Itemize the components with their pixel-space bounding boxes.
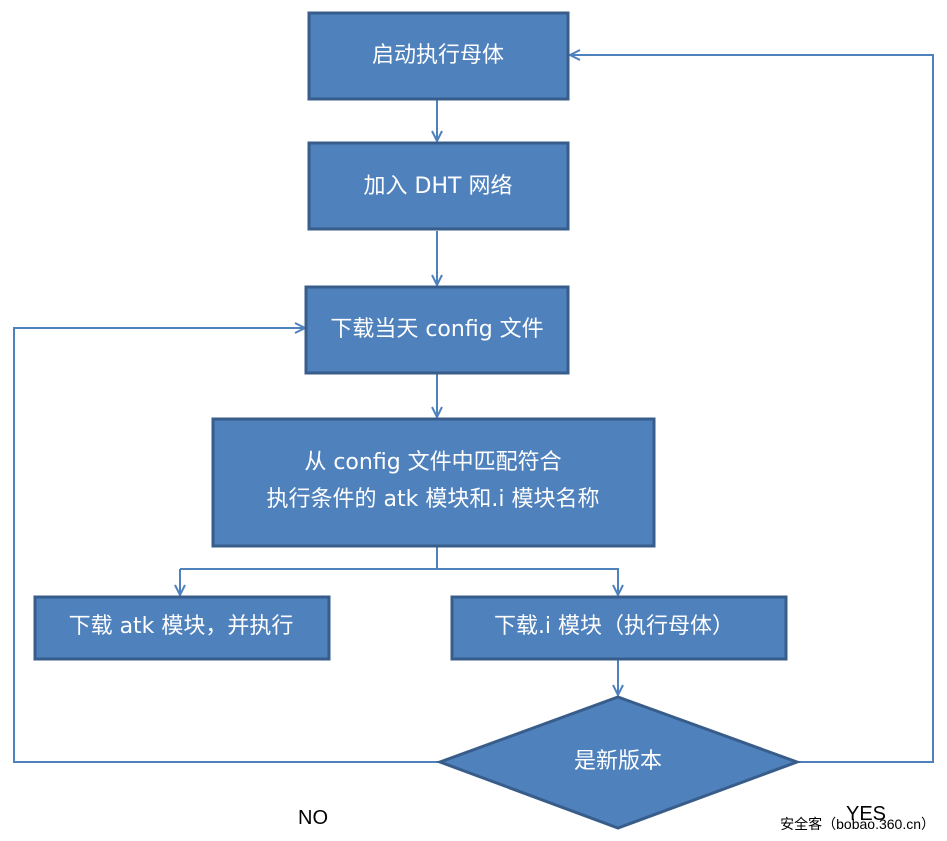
edge-match-split — [180, 546, 438, 570]
node-download-i-label: 下载.i 模块（执行母体） — [494, 614, 734, 639]
edge-no-loop-to-config — [13, 328, 440, 763]
node-download-config: 下载当天 config 文件 — [304, 285, 570, 375]
node-is-new-version: 是新版本 — [435, 695, 802, 830]
label-no: NO — [298, 807, 328, 829]
node-download-config-label: 下载当天 config 文件 — [330, 317, 543, 342]
watermark-text: 安全客（bobao.360.cn） — [780, 816, 935, 832]
node-join-dht-label: 加入 DHT 网络 — [364, 174, 513, 199]
edge-split-to-i — [437, 568, 618, 595]
node-match-modules-line2: 执行条件的 atk 模块和.i 模块名称 — [267, 487, 600, 512]
node-start-parent-label: 启动执行母体 — [372, 43, 504, 68]
label-yes: YES — [846, 803, 886, 825]
node-is-new-version-label: 是新版本 — [574, 749, 662, 774]
node-match-modules: 从 config 文件中匹配符合 执行条件的 atk 模块和.i 模块名称 — [211, 417, 656, 548]
node-start-parent: 启动执行母体 — [307, 11, 570, 101]
node-match-modules-line1: 从 config 文件中匹配符合 — [304, 450, 561, 475]
node-download-atk: 下载 atk 模块，并执行 — [33, 595, 331, 661]
node-download-atk-label: 下载 atk 模块，并执行 — [69, 614, 294, 639]
node-join-dht: 加入 DHT 网络 — [307, 141, 570, 231]
edge-yes-loop-to-start — [570, 55, 934, 763]
node-download-i: 下载.i 模块（执行母体） — [450, 595, 788, 661]
